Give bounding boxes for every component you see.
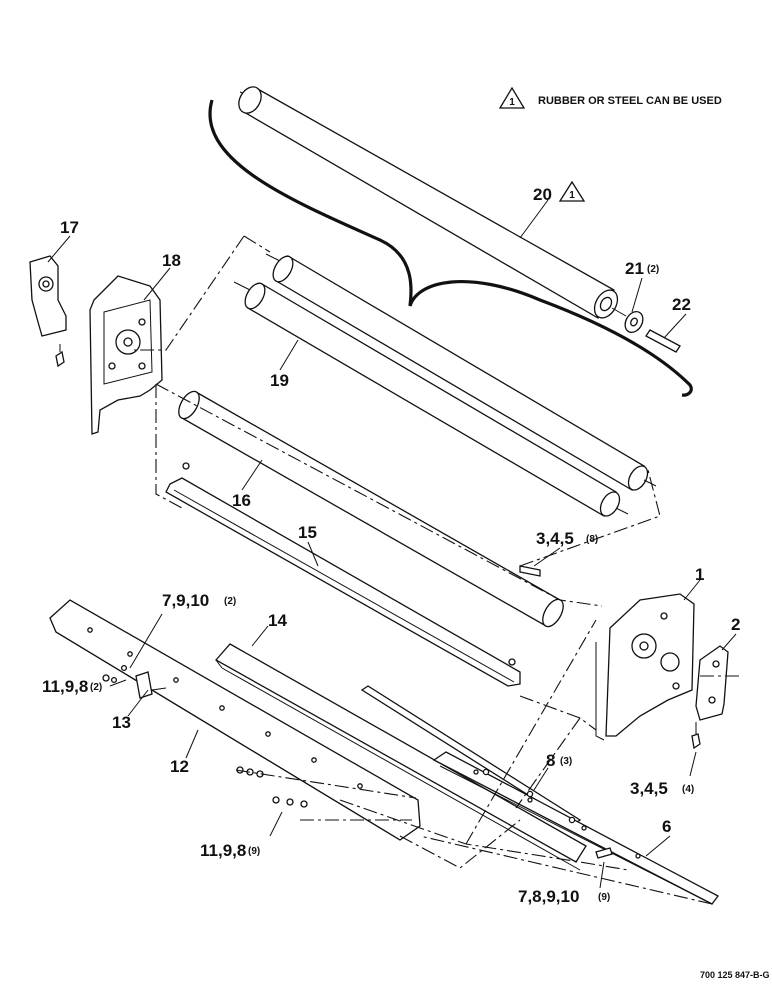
- svg-text:11,9,8: 11,9,8: [200, 841, 246, 860]
- scraper-bar-15: [165, 462, 521, 687]
- warning-triangle-icon: [558, 180, 586, 202]
- callout-7-8-9-10: 7,8,9,10 (9): [518, 887, 610, 906]
- panel-12: [49, 599, 421, 841]
- svg-text:(2): (2): [90, 682, 102, 693]
- callout-11-9-8-upper: 11,9,8 (2): [42, 677, 102, 696]
- svg-text:7,9,10: 7,9,10: [162, 591, 209, 610]
- bracket-13: [135, 671, 167, 699]
- svg-text:8: 8: [546, 751, 555, 770]
- callout-18: 18: [162, 251, 181, 270]
- svg-text:(9): (9): [598, 892, 610, 903]
- callout-6: 6: [662, 817, 671, 836]
- callout-22: 22: [672, 295, 691, 314]
- callout-12: 12: [170, 757, 189, 776]
- note-marker: 1: [509, 97, 515, 108]
- svg-text:3,4,5: 3,4,5: [630, 779, 668, 798]
- callout-21: 21 (2): [625, 259, 659, 278]
- belt-line: [208, 99, 693, 397]
- callout-3-4-5-upper: 3,4,5 (8): [536, 529, 598, 548]
- callout-19: 19: [270, 371, 289, 390]
- roller-16: [178, 390, 564, 628]
- svg-text:(2): (2): [647, 264, 659, 275]
- callout-13: 13: [112, 713, 131, 732]
- callout-3-4-5-lower: 3,4,5 (4): [630, 779, 694, 798]
- side-plate-18: [89, 275, 163, 435]
- callout-20: 20 1: [533, 180, 586, 204]
- svg-text:21: 21: [625, 259, 644, 278]
- assembly-lines: [134, 235, 740, 905]
- note-text: RUBBER OR STEEL CAN BE USED: [538, 95, 722, 107]
- roller-19-lower: [233, 281, 629, 517]
- side-plate-17: [29, 255, 67, 368]
- callout-2: 2: [731, 615, 740, 634]
- callout-7-9-10: 7,9,10 (2): [162, 591, 236, 610]
- strip-8: [360, 685, 582, 825]
- svg-text:20: 20: [533, 185, 552, 204]
- leader-lines: [47, 199, 737, 889]
- callout-17: 17: [60, 218, 79, 237]
- callout-15: 15: [298, 523, 317, 542]
- svg-text:(9): (9): [248, 846, 260, 857]
- svg-text:(4): (4): [682, 784, 694, 795]
- callout-16: 16: [232, 491, 251, 510]
- hardware: [102, 565, 613, 859]
- callout-1: 1: [695, 565, 704, 584]
- side-plate-2: [691, 645, 729, 750]
- bearing-21: [611, 307, 644, 333]
- svg-text:3,4,5: 3,4,5: [536, 529, 574, 548]
- panel-6: [432, 751, 719, 905]
- svg-text:1: 1: [569, 190, 575, 201]
- shaft-22: [645, 329, 681, 353]
- roller-19-upper: [265, 253, 657, 491]
- side-plate-1: [595, 593, 695, 741]
- note-rubber-or-steel: 1 RUBBER OR STEEL CAN BE USED: [498, 86, 722, 109]
- svg-text:7,8,9,10: 7,8,9,10: [518, 887, 579, 906]
- svg-text:11,9,8: 11,9,8: [42, 677, 88, 696]
- angle-14: [214, 643, 587, 871]
- svg-text:(3): (3): [560, 756, 572, 767]
- callout-11-9-8-lower: 11,9,8 (9): [200, 841, 260, 860]
- svg-text:(8): (8): [586, 534, 598, 545]
- callout-14: 14: [268, 611, 287, 630]
- callout-8: 8 (3): [546, 751, 572, 770]
- roller-20: [238, 86, 619, 319]
- svg-text:(2): (2): [224, 596, 236, 607]
- warning-triangle-icon: [498, 86, 526, 109]
- drawing-code: 700 125 847-B-G: [700, 970, 770, 980]
